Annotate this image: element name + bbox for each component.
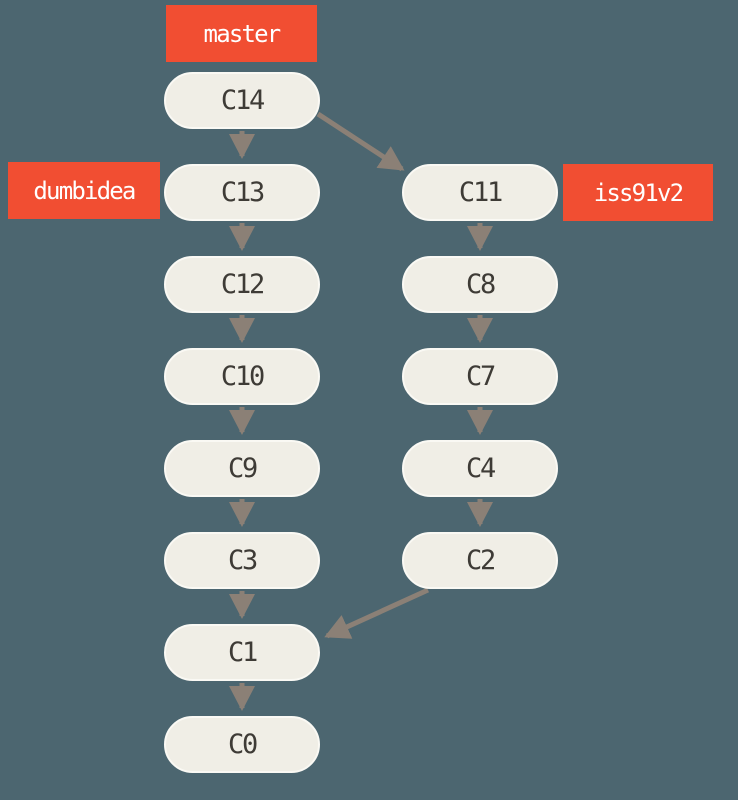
commit-node-c1: C1 bbox=[164, 624, 320, 681]
edge-c2-c1 bbox=[324, 587, 430, 639]
commit-node-c8: C8 bbox=[402, 256, 558, 313]
commit-node-c4: C4 bbox=[402, 440, 558, 497]
branch-label-iss91v2: iss91v2 bbox=[563, 164, 713, 221]
commit-node-c12: C12 bbox=[164, 256, 320, 313]
commit-node-c13: C13 bbox=[164, 164, 320, 221]
commit-node-c3: C3 bbox=[164, 532, 320, 589]
commit-node-c14: C14 bbox=[164, 72, 320, 129]
commit-node-c0: C0 bbox=[164, 716, 320, 773]
branch-label-master: master bbox=[166, 5, 317, 62]
commit-node-c9: C9 bbox=[164, 440, 320, 497]
commit-node-c2: C2 bbox=[402, 532, 558, 589]
commit-node-c7: C7 bbox=[402, 348, 558, 405]
commit-node-c10: C10 bbox=[164, 348, 320, 405]
commit-node-c11: C11 bbox=[402, 164, 558, 221]
branch-label-dumbidea: dumbidea bbox=[8, 162, 160, 219]
edge-c14-c11 bbox=[316, 111, 405, 172]
